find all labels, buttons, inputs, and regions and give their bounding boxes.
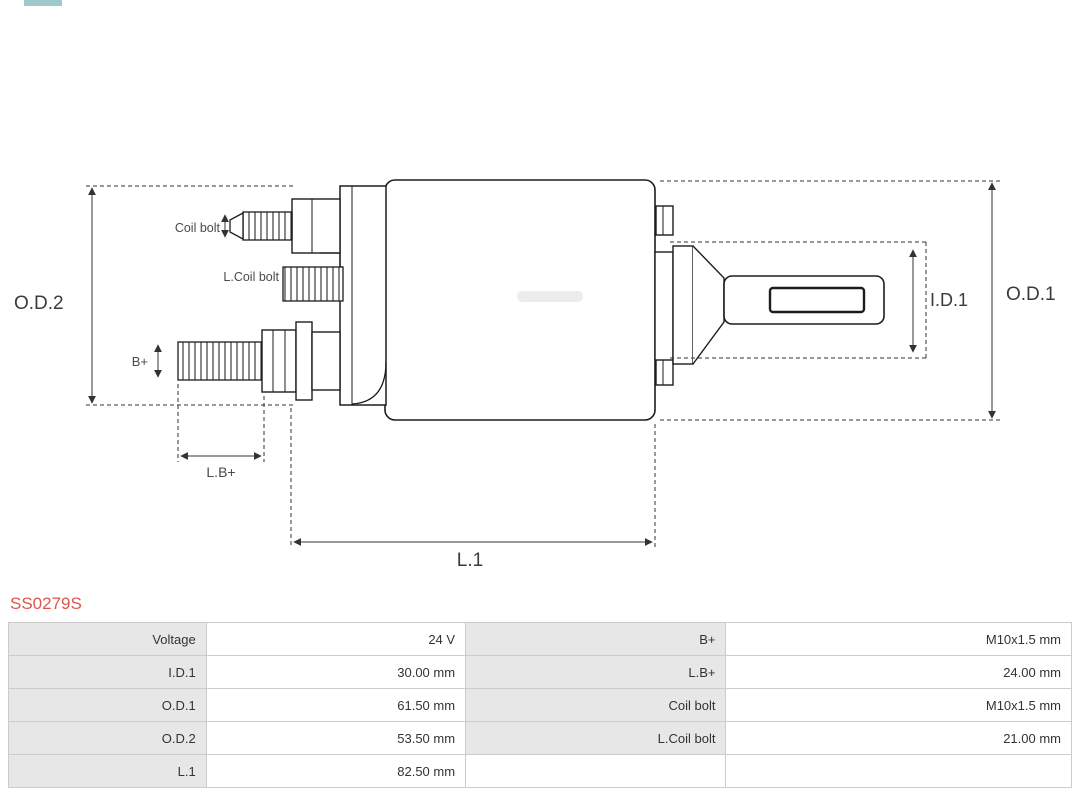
technical-drawing-area: O.D.2 O.D.1 I.D.1 L.1 L.B+ B+ Coil bolt … — [14, 0, 1056, 571]
spec-label: I.D.1 — [8, 655, 207, 689]
spec-value: M10x1.5 mm — [725, 688, 1072, 722]
table-row: Voltage 24 V B+ M10x1.5 mm — [8, 622, 1072, 656]
spec-label: Voltage — [8, 622, 207, 656]
plunger — [654, 245, 885, 365]
dim-b-label: B+ — [132, 354, 148, 369]
spec-value: 21.00 mm — [725, 721, 1072, 755]
spec-label — [465, 754, 727, 788]
corner-logo-fragment-icon — [24, 0, 62, 6]
coil-bolt-stud — [229, 211, 293, 241]
technical-drawing: O.D.2 O.D.1 I.D.1 L.1 L.B+ B+ Coil bolt … — [14, 0, 1056, 571]
spec-label: L.B+ — [465, 655, 727, 689]
spec-label: L.Coil bolt — [465, 721, 727, 755]
spec-label: O.D.1 — [8, 688, 207, 722]
dim-l1-label: L.1 — [457, 550, 483, 571]
dimension-lines — [86, 180, 1000, 548]
table-row: I.D.1 30.00 mm L.B+ 24.00 mm — [8, 655, 1072, 689]
watermark — [517, 291, 583, 302]
spec-label: Coil bolt — [465, 688, 727, 722]
dim-id1-label: I.D.1 — [930, 290, 968, 310]
spec-value — [725, 754, 1072, 788]
mounting-ear-top — [655, 205, 674, 236]
part-number[interactable]: SS0279S — [10, 594, 82, 613]
spec-value: M10x1.5 mm — [725, 622, 1072, 656]
spec-label: O.D.2 — [8, 721, 207, 755]
table-row: O.D.1 61.50 mm Coil bolt M10x1.5 mm — [8, 688, 1072, 722]
table-row: L.1 82.50 mm — [8, 754, 1072, 788]
spec-label: L.1 — [8, 754, 207, 788]
b-plus-terminal — [177, 321, 341, 401]
b-plus-stud — [177, 341, 263, 381]
dim-lb-label: L.B+ — [206, 464, 235, 480]
spec-table: Voltage 24 V B+ M10x1.5 mm I.D.1 30.00 m… — [8, 622, 1072, 788]
spec-value: 24.00 mm — [725, 655, 1072, 689]
table-row: O.D.2 53.50 mm L.Coil bolt 21.00 mm — [8, 721, 1072, 755]
dim-od1-label: O.D.1 — [1006, 284, 1056, 305]
front-bracket — [291, 185, 387, 406]
dim-coilbolt-label: Coil bolt — [175, 221, 221, 235]
dim-od2-label: O.D.2 — [14, 293, 64, 314]
spec-value: 82.50 mm — [205, 754, 467, 788]
spec-value: 24 V — [205, 622, 467, 656]
dim-lcoilbolt-label: L.Coil bolt — [223, 270, 279, 284]
spec-value: 53.50 mm — [205, 721, 467, 755]
plunger-slot — [768, 286, 866, 314]
spec-value: 30.00 mm — [205, 655, 467, 689]
coil-bolt-thread-block — [282, 266, 344, 302]
spec-label: B+ — [465, 622, 727, 656]
spec-value: 61.50 mm — [205, 688, 467, 722]
